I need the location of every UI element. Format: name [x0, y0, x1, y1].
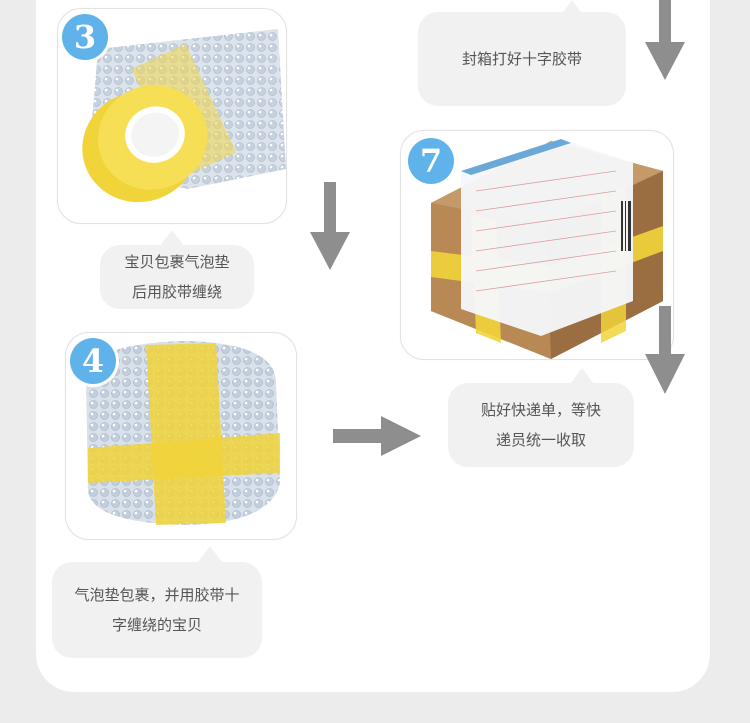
step7-caption: 贴好快递单，等快 递员统一收取 — [480, 401, 601, 449]
step7-bubble-tail — [570, 368, 594, 384]
down-arrow-right — [645, 306, 685, 394]
step3-photo — [82, 29, 286, 203]
step7-photo-card — [400, 130, 674, 360]
step3-bubble-tail — [160, 230, 184, 246]
step4-caption: 气泡垫包裹，并用胶带十 字缠绕的宝贝 — [74, 586, 240, 634]
step7-caption-bubble: 贴好快递单，等快 递员统一收取 — [448, 383, 634, 467]
step4-number-badge: 4 — [70, 338, 116, 384]
step3-photo-card — [57, 8, 287, 224]
step6-caption-bubble: 封箱打好十字胶带 — [418, 12, 626, 106]
down-arrow-middle — [310, 182, 350, 270]
step3-caption: 宝贝包裹气泡垫 后用胶带缠绕 — [124, 253, 230, 301]
step7-photo — [431, 139, 663, 359]
step6-caption: 封箱打好十字胶带 — [461, 50, 582, 68]
step3-number-badge: 3 — [62, 14, 108, 60]
down-arrow-top-right — [645, 0, 685, 80]
step7-number-badge: 7 — [408, 138, 454, 184]
step4-photo — [86, 341, 280, 525]
step4-caption-bubble: 气泡垫包裹，并用胶带十 字缠绕的宝贝 — [52, 562, 262, 658]
step4-bubble-tail — [198, 546, 222, 562]
step3-caption-bubble: 宝贝包裹气泡垫 后用胶带缠绕 — [100, 245, 254, 309]
right-arrow — [333, 416, 421, 456]
